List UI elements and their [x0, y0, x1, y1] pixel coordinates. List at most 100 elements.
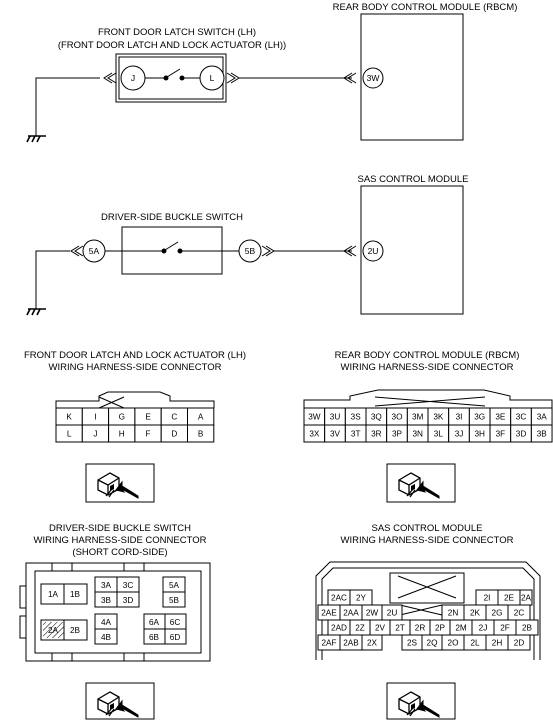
terminal-cell: 2AA [343, 609, 359, 618]
terminal-cell: C [171, 413, 177, 422]
terminal-cell: 2R [415, 624, 426, 633]
terminal-cell: 2O [448, 639, 459, 648]
pin-5a-label: 5A [89, 246, 100, 256]
terminal-cell: K [66, 413, 72, 422]
terminal-cell: 2B [522, 624, 533, 633]
buckle-connector-title: DRIVER-SIDE BUCKLE SWITCH [49, 523, 191, 534]
terminal-cell: 3F [496, 430, 506, 439]
terminal-cell: 2D [514, 639, 525, 648]
rbcm-connector-subtitle: WIRING HARNESS-SIDE CONNECTOR [341, 362, 514, 373]
sas-connector: SAS CONTROL MODULE WIRING HARNESS-SIDE C… [315, 523, 541, 660]
sas-lock-box [389, 572, 465, 604]
terminal-cell: 3H [474, 430, 485, 439]
terminal-cell: 3U [330, 413, 341, 422]
terminal-cell: 3I [456, 413, 463, 422]
pin-3w-circle [362, 67, 384, 89]
terminal-cell: 3K [433, 413, 444, 422]
connector-arrow-right [226, 72, 240, 84]
terminal-cell: 3D [516, 430, 527, 439]
terminal-cell: F [146, 430, 151, 439]
ground-symbol [26, 135, 46, 143]
pin-label: 2B [70, 626, 81, 635]
latch-actuator-subtitle: (FRONT DOOR LATCH AND LOCK ACTUATOR (LH)… [58, 40, 286, 51]
terminal-cell: 2L [470, 639, 480, 648]
terminal-cell: 3T [351, 430, 361, 439]
terminal-cell: 2E [504, 594, 515, 603]
pin-3w-label: 3W [367, 73, 380, 83]
latch-switch-box [115, 53, 227, 103]
terminal-cell: 3S [351, 413, 362, 422]
terminal-cell: 3O [392, 413, 403, 422]
pin-label: 1A [48, 590, 59, 599]
terminal-cell: 2Y [356, 594, 367, 603]
connector-arrow-5b [261, 245, 275, 257]
terminal-cell: 2F [500, 624, 510, 633]
terminal-cell: G [119, 413, 125, 422]
sas-connector-housing [315, 561, 541, 660]
terminal-cell: 3X [309, 430, 320, 439]
latch-connector-housing [55, 391, 215, 408]
sas-connector-arrow [343, 245, 357, 257]
terminal-cell: 3W [308, 413, 321, 422]
rbcm-connector: REAR BODY CONTROL MODULE (RBCM) WIRING H… [303, 350, 553, 443]
connector-view-icon-latch [85, 463, 155, 503]
buckle-connector-subtitle: WIRING HARNESS-SIDE CONNECTOR [34, 535, 207, 546]
pin-label: 4A [101, 618, 112, 627]
pin-j-label: J [131, 73, 135, 83]
terminal-cell: 2T [395, 624, 405, 633]
terminal-cell: D [171, 430, 177, 439]
rbcm-connector-arrow [343, 72, 357, 84]
rbcm-connector-housing [303, 389, 553, 408]
terminal-cell: 2K [470, 609, 481, 618]
terminal-cell: 2W [366, 609, 379, 618]
latch-switch-title: FRONT DOOR LATCH SWITCH (LH) [98, 27, 256, 38]
buckle-connector: DRIVER-SIDE BUCKLE SWITCH WIRING HARNESS… [19, 523, 211, 662]
rbcm-connector-title: REAR BODY CONTROL MODULE (RBCM) [335, 350, 520, 361]
terminal-cell: 2U [387, 609, 398, 618]
pin-label: 5B [169, 596, 180, 605]
connector-arrow-5a [70, 245, 84, 257]
terminal-cell: 3Q [371, 413, 382, 422]
latch-circuit: FRONT DOOR LATCH SWITCH (LH) (FRONT DOOR… [26, 2, 517, 143]
pin-label: 3C [123, 581, 134, 590]
sas-title: SAS CONTROL MODULE [357, 174, 468, 185]
terminal-cell: J [93, 430, 97, 439]
terminal-cell: 2Q [427, 639, 438, 648]
pin-label: 6B [149, 633, 160, 642]
terminal-cell: 3N [412, 430, 423, 439]
terminal-cell: E [145, 413, 151, 422]
terminal-cell: 3R [371, 430, 382, 439]
terminal-cell: 2C [514, 609, 525, 618]
sas-box [360, 185, 464, 315]
terminal-cell: 2AB [343, 639, 359, 648]
pin-l-label: L [210, 73, 215, 83]
terminal-cell: 2P [435, 624, 446, 633]
latch-connector: FRONT DOOR LATCH AND LOCK ACTUATOR (LH) … [24, 350, 246, 443]
pin-l-circle [199, 65, 225, 91]
pin-label: 6A [149, 618, 160, 627]
buckle-connector-note: (SHORT CORD-SIDE) [72, 547, 167, 558]
ground-wire-middle [35, 250, 70, 309]
terminal-cell: 2M [455, 624, 467, 633]
buckle-circuit: SAS CONTROL MODULE DRIVER-SIDE BUCKLE SW… [26, 174, 469, 316]
latch-connector-subtitle: WIRING HARNESS-SIDE CONNECTOR [49, 362, 222, 373]
pin-label: 5A [169, 581, 180, 590]
terminal-cell: 3C [516, 413, 527, 422]
ground-symbol [26, 308, 46, 316]
terminal-cell: 3E [495, 413, 506, 422]
terminal-cell: 2X [367, 639, 378, 648]
terminal-cell: 2J [479, 624, 488, 633]
pin-label: 2A [48, 626, 59, 635]
pin-j-circle [120, 65, 146, 91]
terminal-cell: 3J [455, 430, 464, 439]
terminal-cell: 2I [484, 594, 491, 603]
terminal-cell: 3P [392, 430, 403, 439]
terminal-cell: 3M [412, 413, 424, 422]
terminal-cell: 2A [521, 594, 532, 603]
pin-5b-label: 5B [245, 246, 256, 256]
sas-connector-title: SAS CONTROL MODULE [371, 523, 482, 534]
pin-label: 6C [170, 618, 181, 627]
buckle-connector-housing [25, 562, 211, 662]
terminal-cell: 3G [474, 413, 485, 422]
